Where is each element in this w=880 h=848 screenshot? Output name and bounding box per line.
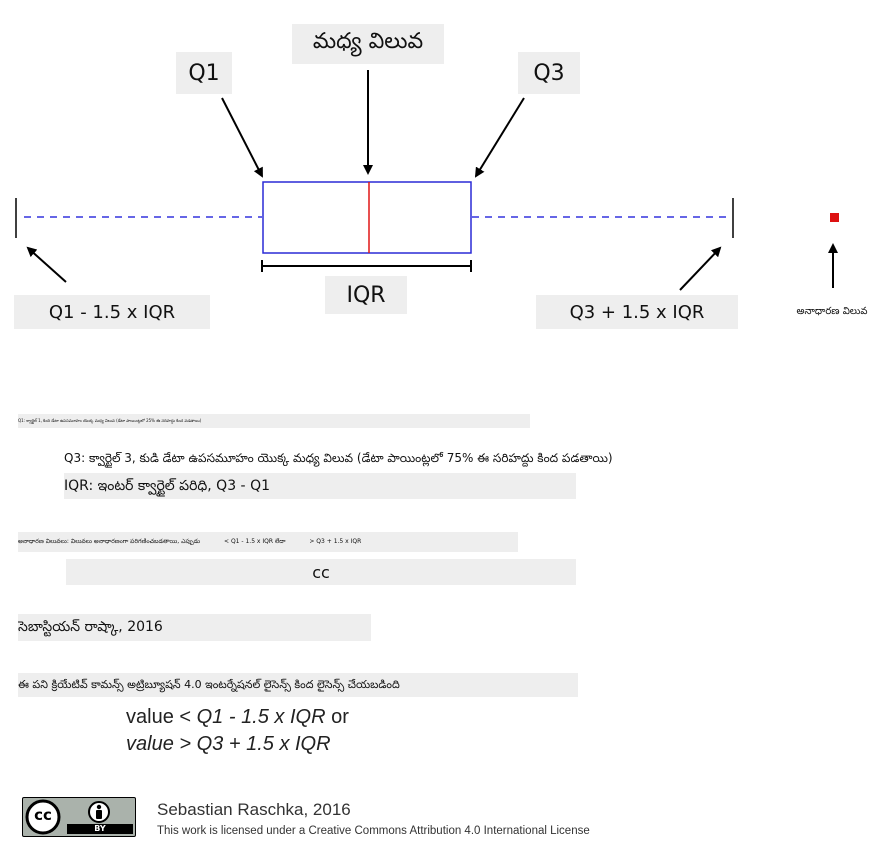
q1-definition: Q1: క్వార్టైల్ 1, కింది డేటా ఉపసమూహం యొక… [18,414,530,428]
lower-fence-label: Q1 - 1.5 x IQR [14,295,210,329]
q3-label: Q3 [518,52,580,94]
median-label: మధ్య విలువ [292,24,444,64]
creative-commons-by-icon: cc BY [22,797,136,837]
formula-value-lower: value < [126,706,197,728]
outlier-definition: అనాధారణ విలువలు: విలువలు అనాధారణంగా పరిగ… [18,532,518,552]
boxplot-diagram [15,70,839,291]
upper-fence-label: Q3 + 1.5 x IQR [536,295,738,329]
author-telugu: సెబాస్టియన్ రాష్కా, 2016 [18,614,371,641]
iqr-label: IQR [325,276,407,314]
q1-arrow [221,97,263,178]
q1-label: Q1 [176,52,232,94]
formula-upper-expr: Q3 + 1.5 x IQR [196,733,331,755]
formula-line-1: value < Q1 - 1.5 x IQR or [126,704,546,730]
outlier-definition-lower: < Q1 - 1.5 x IQR లేదా [224,538,286,545]
formula-lower-expr: Q1 - 1.5 x IQR [196,706,326,728]
q3-arrow [474,97,525,178]
outlier-definition-upper: > Q3 + 1.5 x IQR [309,538,362,545]
cc-badge-label: cc [34,806,52,824]
formula-or: or [325,706,349,728]
lower-fence-arrow [26,246,67,283]
cc-text: cc [66,559,576,585]
outlier-label: అనాధారణ విలువ [796,306,868,317]
footer-author: Sebastian Raschka, 2016 [157,800,351,819]
outlier-definition-text: అనాధారణ విలువలు: విలువలు అనాధారణంగా పరిగ… [18,538,201,545]
license-telugu: ఈ పని క్రియేటివ్ కామన్స్ అట్రిబ్యూషన్ 4.… [18,673,578,697]
cc-badge-graphic [25,799,133,835]
by-badge-label: BY [94,824,106,833]
formula-value-upper: value > [126,733,197,755]
outlier-point [830,213,839,222]
iqr-definition: IQR: ఇంటర్ క్వార్టైల్ పరిధి, Q3 - Q1 [64,473,576,499]
footer-license: This work is licensed under a Creative C… [157,825,590,837]
q3-definition: Q3: క్వార్టైల్ 3, కుడి డేటా ఉపసమూహం యొక్… [64,451,613,465]
formula-line-2: value > Q3 + 1.5 x IQR [126,731,546,757]
upper-fence-arrow [679,246,722,291]
iqr-box [262,181,472,254]
